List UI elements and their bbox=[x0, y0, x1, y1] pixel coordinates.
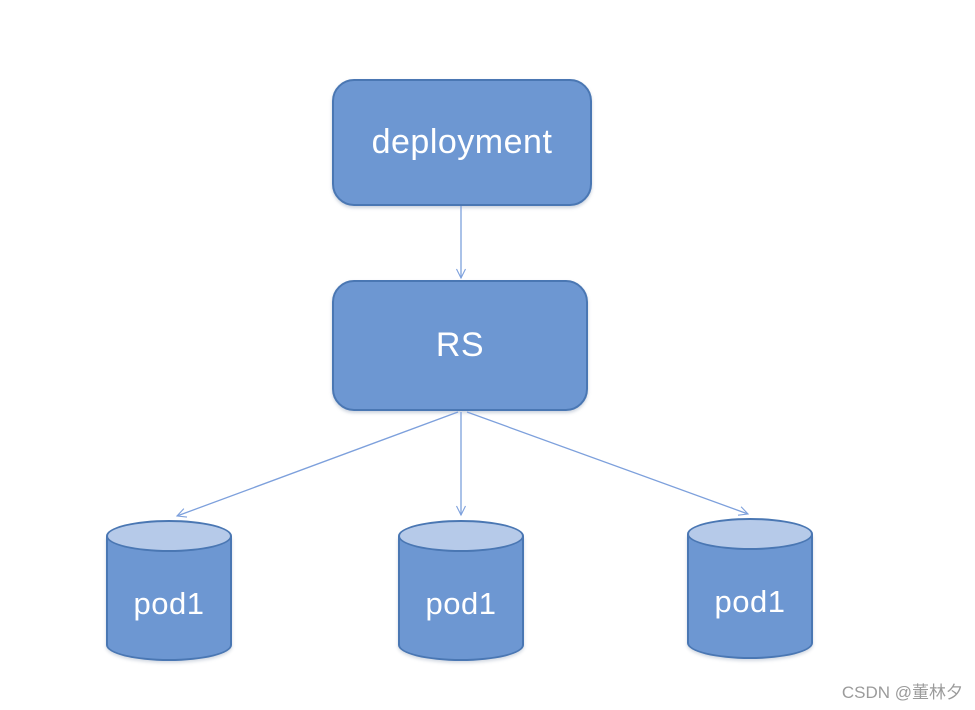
node-pod-right-label: pod1 bbox=[714, 583, 786, 619]
watermark: CSDN @董林夕 bbox=[841, 683, 963, 702]
node-pod-right: pod1 bbox=[687, 518, 813, 659]
cylinder-label-wrap: pod1 bbox=[398, 552, 524, 655]
cylinder-top bbox=[106, 520, 232, 552]
cylinder-body bbox=[687, 534, 813, 659]
cylinder-body bbox=[106, 536, 232, 661]
cylinder-body bbox=[398, 536, 524, 661]
node-pod-left-label: pod1 bbox=[133, 585, 205, 621]
edge-rs-pod-right bbox=[466, 411, 750, 516]
node-deployment-label: deployment bbox=[371, 123, 553, 161]
cylinder-label-wrap: pod1 bbox=[687, 550, 813, 653]
node-rs-label: RS bbox=[435, 326, 485, 364]
node-pod-left: pod1 bbox=[106, 520, 232, 661]
cylinder-top bbox=[687, 518, 813, 550]
edge-rs-pod-left bbox=[175, 411, 459, 518]
cylinder-top bbox=[398, 520, 524, 552]
node-rs: RS bbox=[332, 280, 588, 411]
node-pod-center: pod1 bbox=[398, 520, 524, 661]
cylinder-label-wrap: pod1 bbox=[106, 552, 232, 655]
node-pod-center-label: pod1 bbox=[425, 585, 497, 621]
node-deployment: deployment bbox=[332, 79, 592, 206]
